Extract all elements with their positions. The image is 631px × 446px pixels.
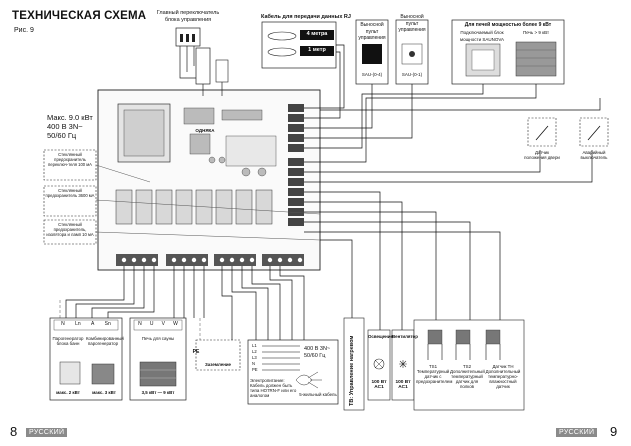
terminal-u: U	[149, 321, 154, 327]
page-title: ТЕХНИЧЕСКАЯ СХЕМА	[12, 10, 147, 22]
lamp-class: AC1	[374, 385, 384, 390]
cable-4m-label: 4 метра	[306, 31, 328, 37]
terminal-n: N	[61, 321, 65, 327]
grounding-label: Заземление	[205, 362, 231, 367]
fuse-note-3: Стеклянный предохранитель, изолятора и л…	[46, 222, 94, 237]
pe-label: PE	[192, 349, 200, 355]
board-spec: Макс. 9.0 кВт 400 В 3N~ 50/60 Гц	[47, 113, 93, 140]
page-number-right: 9	[610, 424, 618, 439]
lamp-spec: 100 Вт AC1	[368, 380, 390, 390]
figure-number: Рис. 9	[14, 27, 34, 34]
five-core-label: 5-жильный кабель	[299, 392, 337, 397]
spec-voltage: 400 В 3N~	[47, 122, 83, 131]
line-l1: L1	[252, 343, 257, 348]
relay-bank	[115, 189, 273, 225]
spec-power: Макс. 9.0 кВт	[47, 113, 93, 122]
supply-frequency: 50/60 Гц	[304, 353, 326, 359]
rj-cable-label: Кабель для передачи данных RJ	[261, 14, 351, 20]
fuse-note-2: Стеклянный предохранитель 3600 мА	[45, 188, 95, 198]
terminal-w: W	[173, 321, 178, 327]
language-tag-right: РУССКИЙ	[556, 428, 598, 437]
combo-label: Комбинированный парогенератор	[86, 336, 124, 346]
line-l2: L2	[252, 349, 257, 354]
terminal-block-label: TB: Управление нагревом	[349, 335, 355, 406]
heater-b-label: Печь > 9 кВт	[522, 30, 550, 35]
lighting-label: Освещение	[368, 334, 393, 339]
supply-lines: L1 L2 L3 N PE	[252, 343, 262, 373]
remote-panel-1-code: SAU-(0-4)	[361, 72, 383, 77]
heater-a-label: Подключаемый блок мощности SAUNOVA	[459, 30, 505, 42]
heater-label: Печь для сауны	[141, 336, 175, 341]
door-sensor-label: Датчик положения двери	[524, 150, 560, 160]
lamp-watt: 100 Вт	[371, 380, 387, 385]
page-number-left: 8	[10, 424, 18, 439]
safety-switch-label: Аварийный выключатель	[580, 150, 608, 160]
line-l3: L3	[252, 355, 257, 360]
terminal-n2: N	[138, 321, 142, 327]
fan-watt: 100 Вт	[395, 380, 411, 385]
fan-class: AC1	[398, 385, 408, 390]
line-pe: PE	[252, 367, 258, 372]
heaters-title: Для печей мощностью более 9 кВт	[464, 22, 552, 28]
max-3kw: макс. 3 кВт	[92, 390, 116, 395]
max-2kw: макс. 2 кВт	[56, 390, 80, 395]
sensor-th: Датчик ТН Дополнительный температурно-вл…	[485, 364, 521, 389]
heater-range: 3,5 кВт — 9 кВт	[141, 390, 175, 395]
fuse-note-1: Стеклянный предохранитель переключ-теля …	[48, 152, 92, 167]
remote-panel-2-title: Выносной пульт управления	[398, 14, 426, 33]
sensor-ts2: ТS2 Дополнительный температурный датчик …	[450, 364, 485, 389]
terminal-a: A	[91, 321, 95, 327]
humidifier-label: Парогенератор блока банн	[52, 336, 84, 346]
board-label: ОДНЯКА	[195, 128, 215, 133]
sensor-ts1: ТS1 Температурный датчик с предохранител…	[416, 364, 453, 384]
terminals-a: N Ln A Sn	[56, 322, 116, 327]
fan-label: Вентилятор	[392, 334, 418, 339]
remote-panel-1-title: Выносной пульт управления	[358, 22, 386, 41]
line-n: N	[252, 361, 256, 366]
remote-panel-2-code: SAU-(0-1)	[401, 72, 423, 77]
rj-cable-box	[261, 21, 337, 69]
fan-spec: 100 Вт AC1	[392, 380, 414, 390]
supply-spec: 400 В 3N~ 50/60 Гц	[304, 346, 330, 360]
right-terminals	[288, 104, 304, 226]
terminal-v: V	[161, 321, 165, 327]
cable-1m-label: 1 метр	[308, 47, 326, 53]
main-switch-label: Главный переключатель блока управления	[156, 10, 220, 23]
language-tag-left: РУССКИЙ	[26, 428, 68, 437]
power-cable-note: Электропитание: Кабель должен быть типа …	[250, 378, 297, 398]
bottom-terminals	[116, 254, 304, 266]
terminals-b: N U V W	[134, 322, 182, 327]
supply-voltage: 400 В 3N~	[304, 346, 331, 352]
terminal-ln: Ln	[75, 321, 81, 327]
terminal-sn: Sn	[104, 321, 111, 327]
spec-frequency: 50/60 Гц	[47, 131, 77, 140]
